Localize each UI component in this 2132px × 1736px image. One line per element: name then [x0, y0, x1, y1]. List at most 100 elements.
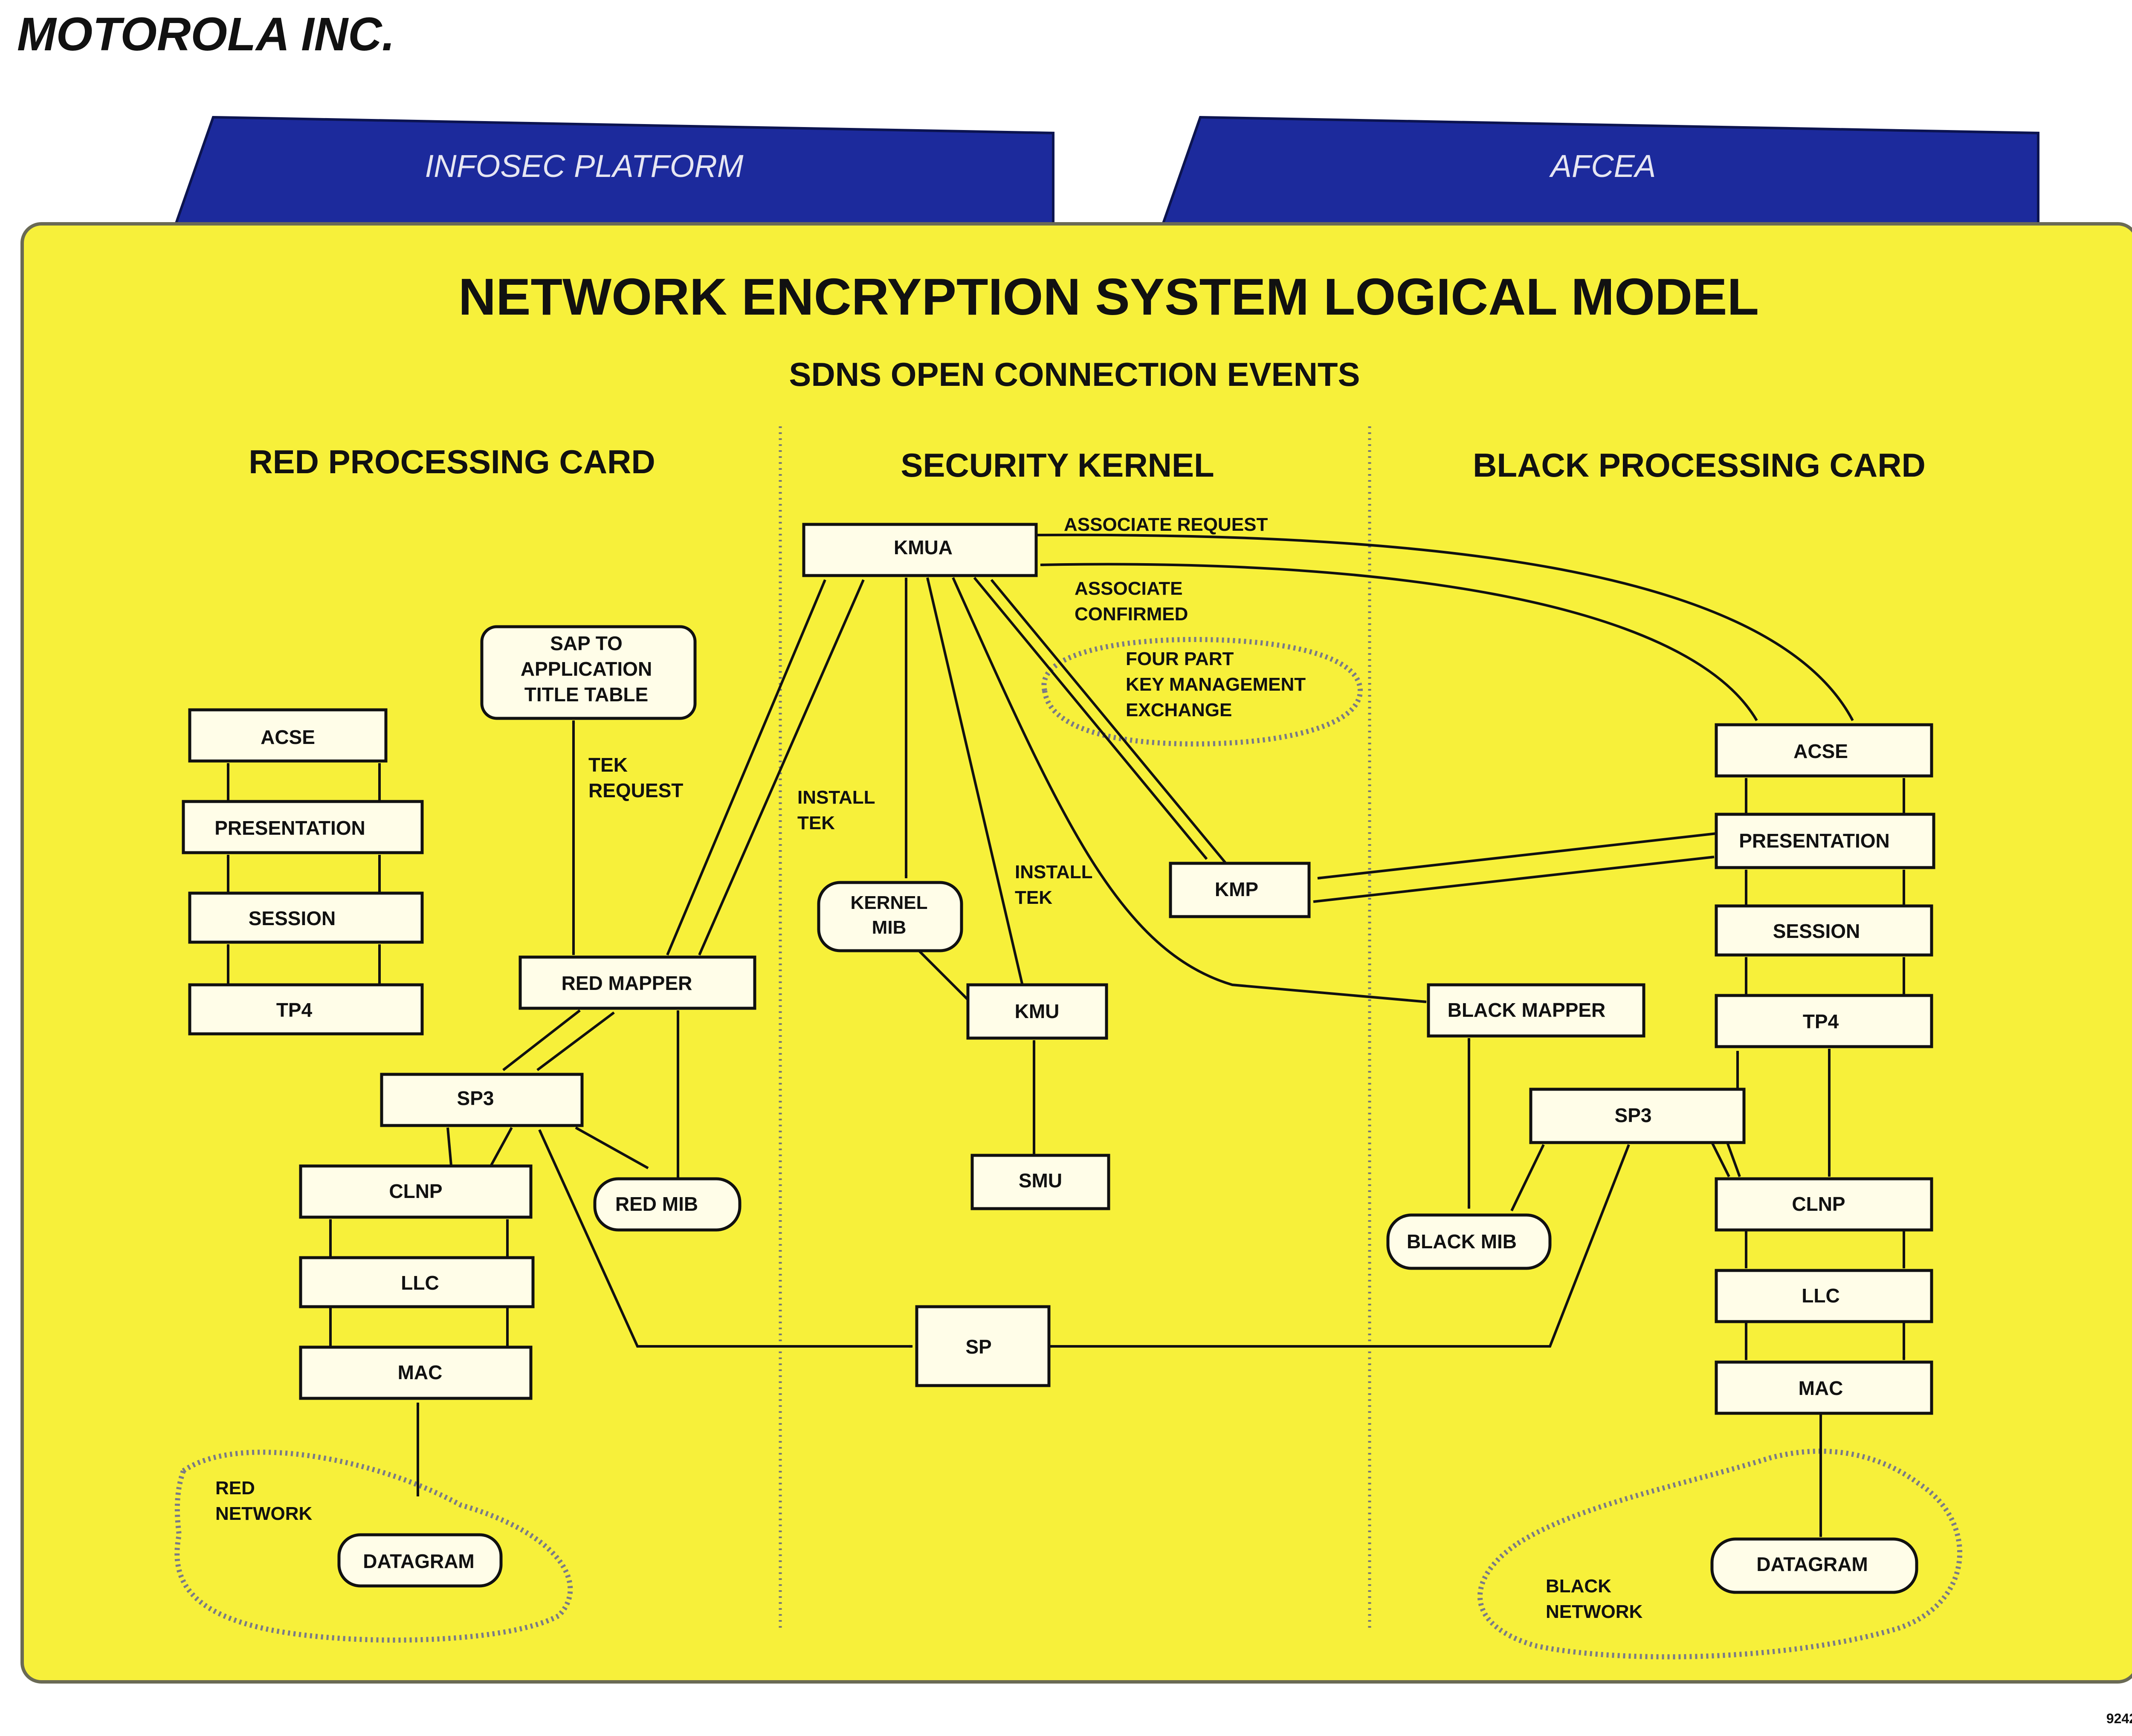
arrow-kmp-kmua [990, 579, 1227, 864]
black-sp3-label: SP3 [1615, 1104, 1652, 1126]
red-session-label: SESSION [249, 907, 336, 929]
tek-request-line-1: TEK [588, 754, 628, 776]
black-session-label: SESSION [1773, 920, 1860, 942]
black-llc-box [1715, 1269, 1933, 1323]
kmp-label: KMP [1215, 878, 1258, 900]
black-network-region [1477, 1448, 1963, 1660]
black-tp4-box [1715, 994, 1933, 1048]
black-presentation-box [1715, 813, 1935, 869]
arrow-associate-confirmed [1040, 563, 1758, 721]
black-tp4-label: TP4 [1803, 1010, 1839, 1033]
black-datagram-label: DATAGRAM [1756, 1553, 1868, 1575]
kmu-label: KMU [1015, 1000, 1060, 1022]
red-tp4-box [188, 983, 424, 1036]
tek-request-line-2: REQUEST [588, 779, 683, 801]
company-name: MOTOROLA INC. [17, 8, 395, 61]
black-acse-box [1715, 723, 1933, 778]
red-network-line-2: NETWORK [215, 1503, 313, 1524]
red-session-box [188, 891, 424, 944]
figure-number: 92420-12 [2106, 1711, 2132, 1726]
key-exchange-region [1041, 637, 1363, 747]
red-mib-label: RED MIB [615, 1193, 698, 1215]
arrow-kmp-presentation [1313, 856, 1715, 903]
black-mac-box [1715, 1360, 1933, 1415]
tab-infosec-platform: INFOSEC PLATFORM [173, 116, 1054, 228]
four-part-line-2: KEY MANAGEMENT [1126, 674, 1306, 695]
sap-table-line-2: APPLICATION [521, 658, 652, 680]
diagram-title: NETWORK ENCRYPTION SYSTEM LOGICAL MODEL [458, 268, 1759, 326]
arrow-redmapper-kmua [666, 579, 826, 956]
red-acse-label: ACSE [261, 726, 315, 748]
arrow-kmua-redmapper [698, 579, 865, 956]
kmua-box [802, 523, 1038, 577]
red-mapper-label: RED MAPPER [562, 972, 692, 994]
sap-table-line-1: SAP TO [550, 632, 623, 654]
black-llc-label: LLC [1802, 1285, 1839, 1307]
black-mac-label: MAC [1799, 1377, 1843, 1399]
black-network-line-1: BLACK [1546, 1576, 1611, 1597]
red-clnp-label: CLNP [389, 1180, 442, 1202]
kernel-mib-box [817, 881, 963, 952]
tab-afcea: AFCEA [1160, 116, 2039, 228]
black-presentation-label: PRESENTATION [1739, 830, 1890, 852]
red-network-line-1: RED [215, 1478, 255, 1499]
associate-confirmed-line-2: CONFIRMED [1075, 604, 1188, 625]
arrow-kmua-black-mapper [952, 577, 1427, 1003]
black-session-box [1715, 904, 1933, 957]
section-security-kernel: SECURITY KERNEL [901, 446, 1214, 484]
red-tp4-label: TP4 [276, 999, 313, 1021]
red-mapper-box [519, 955, 756, 1010]
black-datagram-box [1710, 1537, 1918, 1594]
red-llc-label: LLC [401, 1272, 439, 1294]
sp-label: SP [965, 1336, 991, 1358]
install-tek-right-line-1: INSTALL [1015, 862, 1093, 882]
arrow-kernelmib-kmu [918, 949, 976, 1007]
red-mib-box [593, 1177, 742, 1232]
kmp-box [1169, 862, 1311, 918]
sap-table-box [480, 625, 697, 720]
arrow-associate-request [1036, 533, 1854, 721]
red-arrow-mapper-sp3 [502, 1009, 581, 1071]
black-mib-label: BLACK MIB [1407, 1230, 1517, 1253]
black-mapper-box [1427, 983, 1645, 1038]
arrow-kmua-kmp [973, 577, 1208, 860]
four-part-line-1: FOUR PART [1126, 648, 1234, 669]
section-red-processing-card: RED PROCESSING CARD [249, 443, 655, 480]
kmu-box [966, 983, 1108, 1040]
install-tek-right-line-2: TEK [1015, 887, 1052, 908]
kernel-mib-line-1: KERNEL [851, 892, 928, 913]
arrow-presentation-kmp [1317, 832, 1717, 880]
tab-afcea-label: AFCEA [1549, 148, 1656, 184]
red-sp3-label: SP3 [457, 1087, 494, 1109]
four-part-line-3: EXCHANGE [1126, 700, 1232, 720]
black-mapper-label: BLACK MAPPER [1448, 999, 1606, 1021]
kmua-label: KMUA [894, 536, 953, 558]
diagram-subtitle: SDNS OPEN CONNECTION EVENTS [789, 356, 1360, 393]
red-arrow-sp3-mapper [536, 1011, 615, 1071]
black-mib-box [1386, 1213, 1552, 1270]
red-sp3-box [380, 1073, 584, 1127]
black-clnp-box [1715, 1177, 1933, 1232]
red-mac-box [299, 1345, 533, 1400]
black-network-line-2: NETWORK [1546, 1601, 1643, 1622]
red-presentation-box [182, 800, 424, 854]
black-acse-label: ACSE [1793, 740, 1848, 762]
red-clnp-box [299, 1164, 533, 1219]
black-clnp-label: CLNP [1792, 1193, 1845, 1215]
associate-request-label: ASSOCIATE REQUEST [1064, 514, 1268, 535]
arrow-red-sp3-sp [538, 1129, 913, 1348]
red-presentation-label: PRESENTATION [214, 817, 365, 839]
section-black-processing-card: BLACK PROCESSING CARD [1473, 446, 1926, 484]
red-datagram-label: DATAGRAM [363, 1550, 474, 1572]
install-tek-left-line-2: TEK [797, 813, 835, 833]
black-sp3-box [1529, 1088, 1746, 1144]
kernel-mib-line-2: MIB [872, 917, 907, 938]
red-network-region [174, 1450, 573, 1643]
red-acse-box [188, 708, 388, 763]
arrow-sp-black-sp3 [1049, 1144, 1630, 1348]
install-tek-left-line-1: INSTALL [797, 787, 875, 808]
sap-table-line-3: TITLE TABLE [524, 683, 648, 706]
tab-infosec-platform-label: INFOSEC PLATFORM [425, 148, 744, 184]
